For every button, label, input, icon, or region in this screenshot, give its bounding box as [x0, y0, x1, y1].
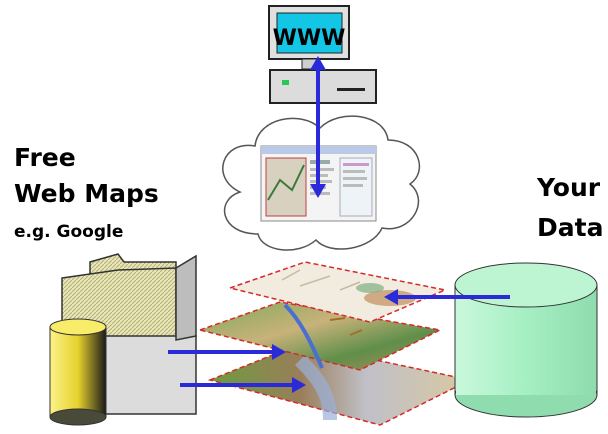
cloud-icon [222, 115, 420, 251]
arrow-folder-to-map-upper-head [272, 344, 286, 360]
cylinder-icon [49, 318, 107, 426]
screenshot-map [265, 157, 307, 217]
data-flow-arrows [168, 289, 510, 393]
free-maps-line2: Web Maps [14, 179, 159, 208]
arrow-icon [310, 56, 326, 198]
your-data-line1: Your [536, 173, 601, 202]
monitor-screen [276, 12, 343, 54]
file-box-side [175, 254, 197, 341]
database-icon [454, 262, 598, 418]
cylinder-body [49, 326, 107, 418]
free-maps-line1: Free [14, 143, 76, 172]
map-layer-middle [197, 301, 443, 371]
arrow-folder-to-map-lower-head [292, 377, 306, 393]
computer-base [269, 69, 377, 104]
cylinder-top [49, 318, 107, 336]
map-layers-icon [197, 261, 473, 426]
your-data-line2: Data [537, 213, 603, 242]
computer-icon: WWW [268, 5, 377, 104]
cylinder-bottom [49, 408, 107, 426]
file-box-front [91, 335, 197, 415]
free-maps-line3: e.g. Google [14, 222, 123, 242]
map-layer-top [227, 261, 448, 323]
power-light [282, 80, 289, 85]
database-top [454, 262, 598, 308]
map-layer-bottom [207, 343, 473, 426]
monitor-screen-text: WWW [273, 26, 346, 51]
vertical-arrow-head-down [310, 184, 326, 198]
vertical-arrow-head-up [310, 56, 326, 70]
drive-slot [337, 88, 365, 91]
arrow-data-to-map-head [384, 289, 398, 305]
